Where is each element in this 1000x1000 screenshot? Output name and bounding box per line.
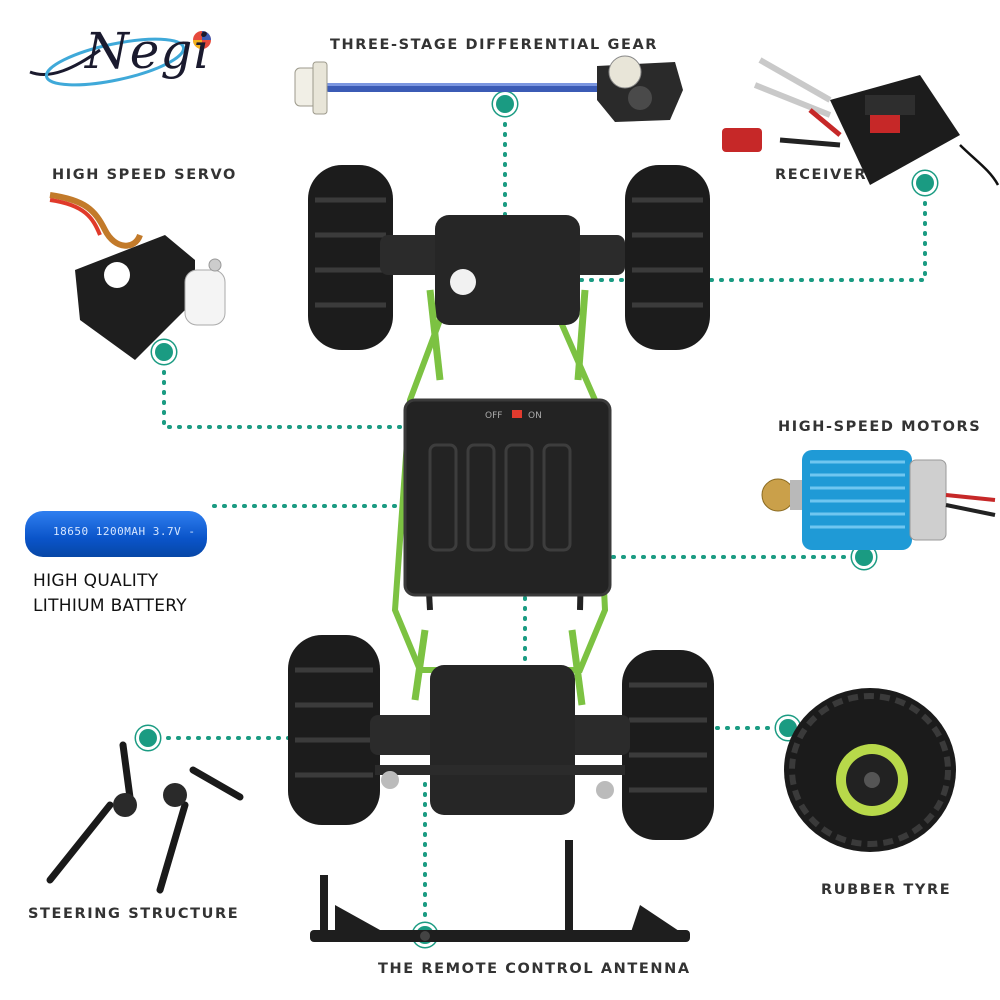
dot-receiver-end (916, 174, 934, 192)
dot-tyre-end (779, 719, 797, 737)
dot-differential-end (496, 95, 514, 113)
label-high-speed-servo: HIGH SPEED SERVO (52, 167, 237, 183)
logo: Negi (20, 10, 220, 100)
rc-car-chassis-image: OFF ON (288, 165, 714, 840)
antenna-image (310, 840, 690, 942)
label-battery-line2: LITHIUM BATTERY (33, 596, 187, 616)
tyre-image (784, 688, 956, 852)
receiver-image (722, 57, 1000, 186)
label-steering-structure: STEERING STRUCTURE (28, 906, 240, 922)
battery-image: 18650 1200MAH 3.7V - (25, 511, 207, 557)
label-receiver: RECEIVER (775, 167, 868, 183)
dot-servo-end (155, 343, 173, 361)
switch-off-text: OFF (485, 411, 502, 421)
label-remote-control-antenna: THE REMOTE CONTROL ANTENNA (378, 961, 691, 977)
dot-steering-end (139, 729, 157, 747)
label-high-speed-motors: HIGH-SPEED MOTORS (778, 419, 982, 435)
logo-wordmark: Negi (85, 22, 211, 80)
label-battery: HIGH QUALITY LITHIUM BATTERY (33, 569, 233, 619)
servo-image (49, 192, 226, 360)
motor-image (761, 450, 996, 550)
switch-on-text: ON (528, 411, 542, 421)
label-differential-gear: THREE-STAGE DIFFERENTIAL GEAR (330, 37, 659, 53)
label-battery-line1: HIGH QUALITY (33, 571, 159, 591)
battery-print-text: 18650 1200MAH 3.7V - (53, 525, 196, 538)
steering-image (46, 741, 244, 894)
dot-motors-end (855, 548, 873, 566)
label-rubber-tyre: RUBBER TYRE (821, 882, 952, 898)
differential-gear-image (294, 55, 683, 122)
logo-swoosh-icon (29, 31, 211, 87)
